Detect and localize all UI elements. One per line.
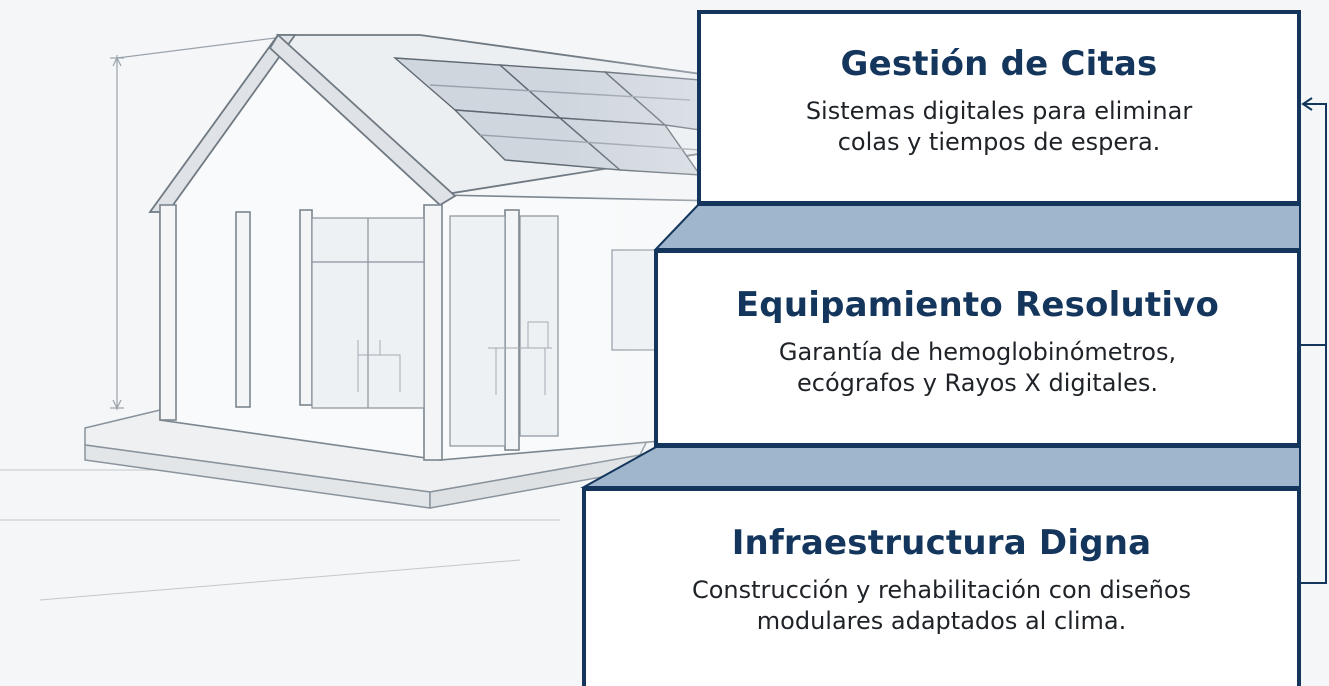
card-description-line: colas y tiempos de espera. — [837, 127, 1161, 156]
card-description-line: Construcción y rehabilitación con diseño… — [691, 576, 1192, 604]
card-description: Sistemas digitales para eliminar colas y… — [701, 96, 1297, 157]
card-description-line: ecógrafos y Rayos X digitales. — [797, 368, 1158, 397]
card-description: Construcción y rehabilitación con diseño… — [586, 575, 1297, 636]
card-description-line: modulares adaptados al clima. — [756, 606, 1127, 635]
feedback-arrow — [1300, 97, 1327, 584]
furniture — [357, 321, 552, 395]
card-description-line: Garantía de hemoglobinómetros, — [778, 338, 1177, 366]
card-equipamiento-resolutivo: Equipamiento Resolutivo Garantía de hemo… — [654, 249, 1301, 447]
card-title: Gestión de Citas — [840, 44, 1158, 84]
porch-posts — [159, 204, 520, 461]
card-description: Garantía de hemoglobinómetros, ecógrafos… — [658, 337, 1297, 398]
card-title: Infraestructura Digna — [731, 523, 1152, 563]
card-title: Equipamiento Resolutivo — [735, 285, 1220, 325]
dimension-line — [110, 37, 276, 410]
connector-bands — [580, 204, 1301, 488]
card-infraestructura-digna: Infraestructura Digna Construcción y reh… — [582, 487, 1301, 686]
card-description-line: Sistemas digitales para eliminar — [805, 97, 1193, 125]
card-gestion-de-citas: Gestión de Citas Sistemas digitales para… — [697, 10, 1301, 205]
